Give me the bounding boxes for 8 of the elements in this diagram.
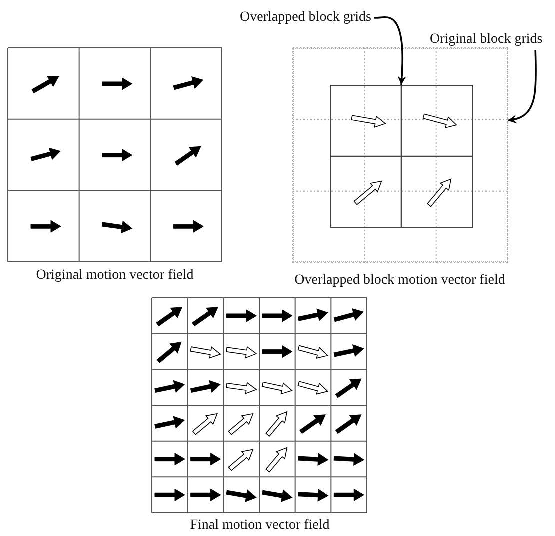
leader-arrow bbox=[508, 50, 537, 124]
caption: Original motion vector field bbox=[36, 268, 194, 284]
caption: Overlapped block motion vector field bbox=[294, 273, 506, 289]
overlapped-block-grid bbox=[330, 85, 473, 228]
caption: Final motion vector field bbox=[190, 518, 330, 534]
leader-arrow bbox=[374, 16, 406, 86]
callout-label: Overlapped block grids bbox=[240, 10, 372, 25]
callout-label: Original block grids bbox=[430, 32, 543, 47]
